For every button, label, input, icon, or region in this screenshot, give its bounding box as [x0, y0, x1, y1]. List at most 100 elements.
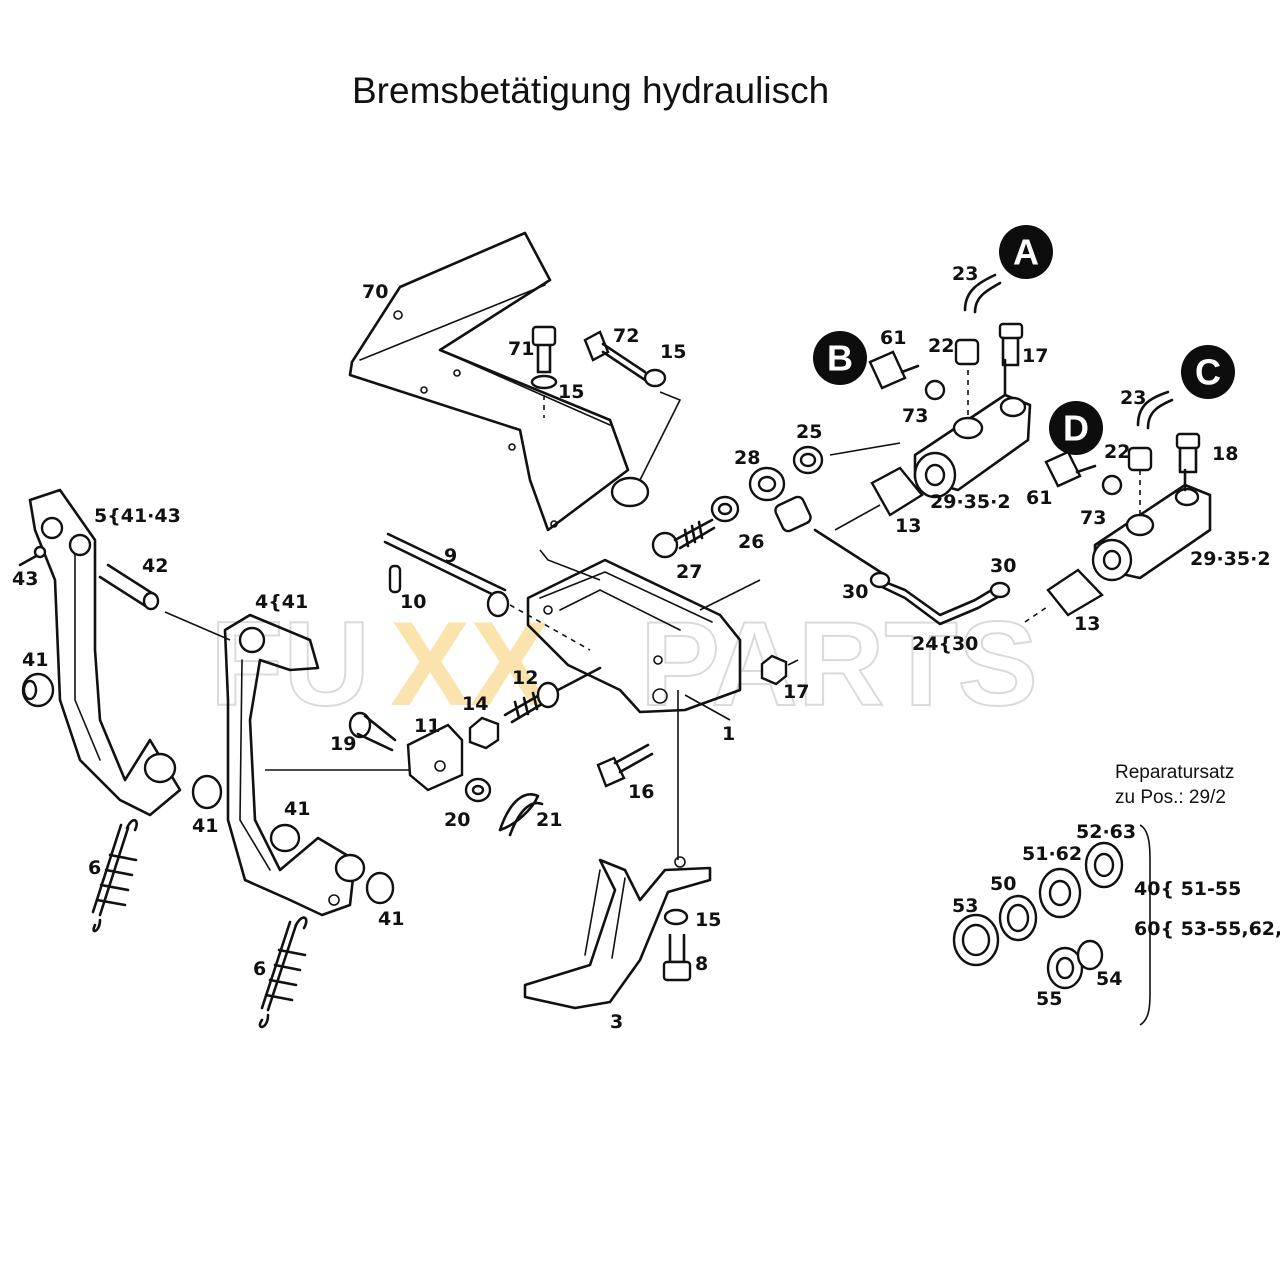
svg-text:C: C	[1195, 352, 1221, 393]
callout-d: D	[1049, 401, 1103, 455]
label-70: 70	[362, 281, 388, 303]
part-13-boot-lower	[1024, 568, 1104, 623]
label-41b: 41	[192, 815, 218, 837]
label-61a: 61	[880, 327, 906, 349]
repair-kit-line2: zu Pos.: 29/2	[1115, 787, 1226, 808]
label-23a: 23	[952, 263, 978, 285]
label-30b: 30	[842, 581, 868, 603]
repair-kit-caption: Reparatursatz zu Pos.: 29/2	[1115, 762, 1234, 808]
label-55: 55	[1036, 988, 1062, 1010]
label-27: 27	[676, 561, 702, 583]
label-51: 51·62	[1022, 843, 1082, 865]
callout-b: B	[813, 331, 867, 385]
label-5: 5{41·43	[94, 505, 181, 527]
label-41c: 41	[284, 798, 310, 820]
part-21-clip	[498, 793, 544, 837]
part-72-bolt	[583, 330, 682, 481]
part-4-pedal-right	[223, 613, 410, 917]
label-15a: 15	[558, 381, 584, 403]
label-19: 19	[330, 733, 356, 755]
label-41a: 41	[22, 649, 48, 671]
label-30a: 30	[990, 555, 1016, 577]
label-21: 21	[536, 809, 562, 831]
watermark-left: FU	[210, 597, 370, 731]
label-8: 8	[695, 953, 708, 975]
label-3: 3	[610, 1011, 623, 1033]
part-23-banjo-lower	[1136, 390, 1174, 430]
part-15-washer-lower	[663, 908, 689, 926]
part-41-bushing-c	[365, 871, 395, 905]
callout-a: A	[999, 225, 1053, 279]
label-16: 16	[628, 781, 654, 803]
label-73a: 73	[902, 405, 928, 427]
label-4: 4{41	[255, 591, 308, 613]
part-42-tube	[98, 563, 231, 641]
label-72: 72	[613, 325, 639, 347]
part-41-bushing-a	[21, 672, 55, 708]
part-27-spring-rod	[651, 518, 716, 559]
part-28-ring	[748, 466, 786, 502]
label-41d: 41	[378, 908, 404, 930]
part-1-housing	[526, 549, 761, 721]
label-17: 17	[1022, 345, 1048, 367]
page-title: Bremsbetätigung hydraulisch	[352, 70, 830, 111]
label-13a: 13	[895, 515, 921, 537]
label-6a: 6	[88, 857, 101, 879]
label-15d: 15	[695, 909, 721, 931]
label-23b: 23	[1120, 387, 1146, 409]
label-11: 11	[414, 715, 440, 737]
part-14-nut	[468, 716, 500, 750]
label-9: 9	[444, 545, 457, 567]
svg-text:B: B	[827, 338, 853, 379]
label-14: 14	[462, 693, 488, 715]
part-11-clevis	[406, 723, 464, 792]
part-10-pin	[388, 564, 402, 594]
label-15b: 15	[660, 341, 686, 363]
label-20: 20	[444, 809, 470, 831]
label-28: 28	[734, 447, 760, 469]
label-1: 1	[722, 723, 735, 745]
part-5-pedal-left	[28, 488, 182, 817]
part-41-bushing-b	[191, 774, 223, 810]
part-3-foot-pedal	[523, 690, 712, 1010]
part-61-bleeder-upper	[868, 350, 946, 401]
part-29-master-cylinder-lower	[1091, 432, 1212, 582]
label-50: 50	[990, 873, 1016, 895]
label-73b: 73	[1080, 507, 1106, 529]
label-22a: 22	[928, 335, 954, 357]
label-71: 71	[508, 338, 534, 360]
part-17-nut	[760, 654, 799, 686]
label-61b: 61	[1026, 487, 1052, 509]
svg-text:D: D	[1063, 408, 1089, 449]
label-26: 26	[738, 531, 764, 553]
part-61-bleeder-lower	[1044, 450, 1123, 496]
part-30-pushrod	[774, 495, 1011, 626]
part-70-bracket	[348, 231, 650, 532]
watermark: FU XX PARTS	[209, 596, 1039, 732]
label-43: 43	[12, 568, 38, 590]
part-25-ring	[792, 442, 901, 475]
part-20-washer	[464, 777, 492, 803]
label-13b: 13	[1074, 613, 1100, 635]
label-25: 25	[796, 421, 822, 443]
label-29a: 29·35·2	[930, 491, 1011, 513]
label-60: 60{ 53-55,62,63	[1134, 918, 1280, 940]
part-9-shaft	[383, 532, 591, 651]
label-17b: 17	[783, 681, 809, 703]
part-22-fitting-lower	[1127, 446, 1153, 472]
svg-text:A: A	[1013, 232, 1039, 273]
label-18: 18	[1212, 443, 1238, 465]
part-29-master-cylinder-upper	[913, 322, 1032, 499]
label-52: 52·63	[1076, 821, 1136, 843]
part-8-bolt	[662, 933, 692, 982]
label-6b: 6	[253, 958, 266, 980]
part-6-spring-left	[91, 818, 138, 933]
repair-kit-line1: Reparatursatz	[1115, 762, 1234, 783]
part-19-pin	[348, 711, 397, 752]
label-54: 54	[1096, 968, 1122, 990]
part-6-spring-right	[258, 916, 308, 1029]
part-22-fitting-upper	[954, 338, 980, 366]
label-12: 12	[512, 667, 538, 689]
part-43-pin	[18, 545, 47, 567]
